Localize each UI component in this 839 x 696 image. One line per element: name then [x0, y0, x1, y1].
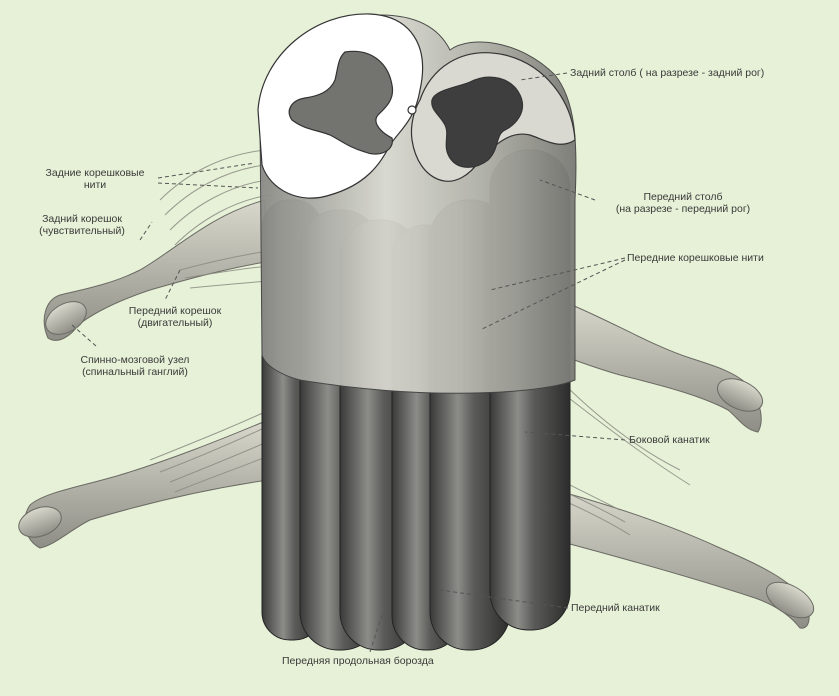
label-posterior-rootlets-line1: Задние корешковые	[30, 167, 160, 179]
label-posterior-rootlets: Задние корешковые нити	[30, 167, 160, 191]
label-spinal-ganglion-line2: (спинальный ганглий)	[60, 366, 210, 378]
label-posterior-root-line2: (чувствительный)	[22, 225, 142, 237]
upper-right-nerve	[560, 300, 761, 432]
label-posterior-root: Задний корешок (чувствительный)	[22, 213, 142, 237]
label-spinal-ganglion-line1: Спинно-мозговой узел	[60, 354, 210, 366]
label-anterior-root-line2: (двигательный)	[115, 317, 235, 329]
label-anterior-fissure: Передняя продольная борозда	[282, 655, 434, 667]
label-anterior-column-line1: Передний столб	[598, 191, 768, 203]
label-anterior-rootlets: Передние корешковые нити	[627, 252, 764, 264]
label-posterior-column: Задний столб ( на разрезе - задний рог)	[570, 67, 764, 79]
lower-left-nerve	[25, 420, 268, 548]
label-lateral-funiculus: Боковой канатик	[629, 434, 710, 446]
label-spinal-ganglion: Спинно-мозговой узел (спинальный ганглий…	[60, 354, 210, 378]
label-anterior-root: Передний корешок (двигательный)	[115, 305, 235, 329]
label-anterior-root-line1: Передний корешок	[115, 305, 235, 317]
label-anterior-column-line2: (на разрезе - передний рог)	[598, 203, 768, 215]
label-anterior-funiculus: Передний канатик	[571, 602, 660, 614]
label-posterior-rootlets-line2: нити	[30, 179, 160, 191]
central-canal	[408, 106, 416, 114]
label-anterior-column: Передний столб (на разрезе - передний ро…	[598, 191, 768, 215]
label-posterior-root-line1: Задний корешок	[22, 213, 142, 225]
